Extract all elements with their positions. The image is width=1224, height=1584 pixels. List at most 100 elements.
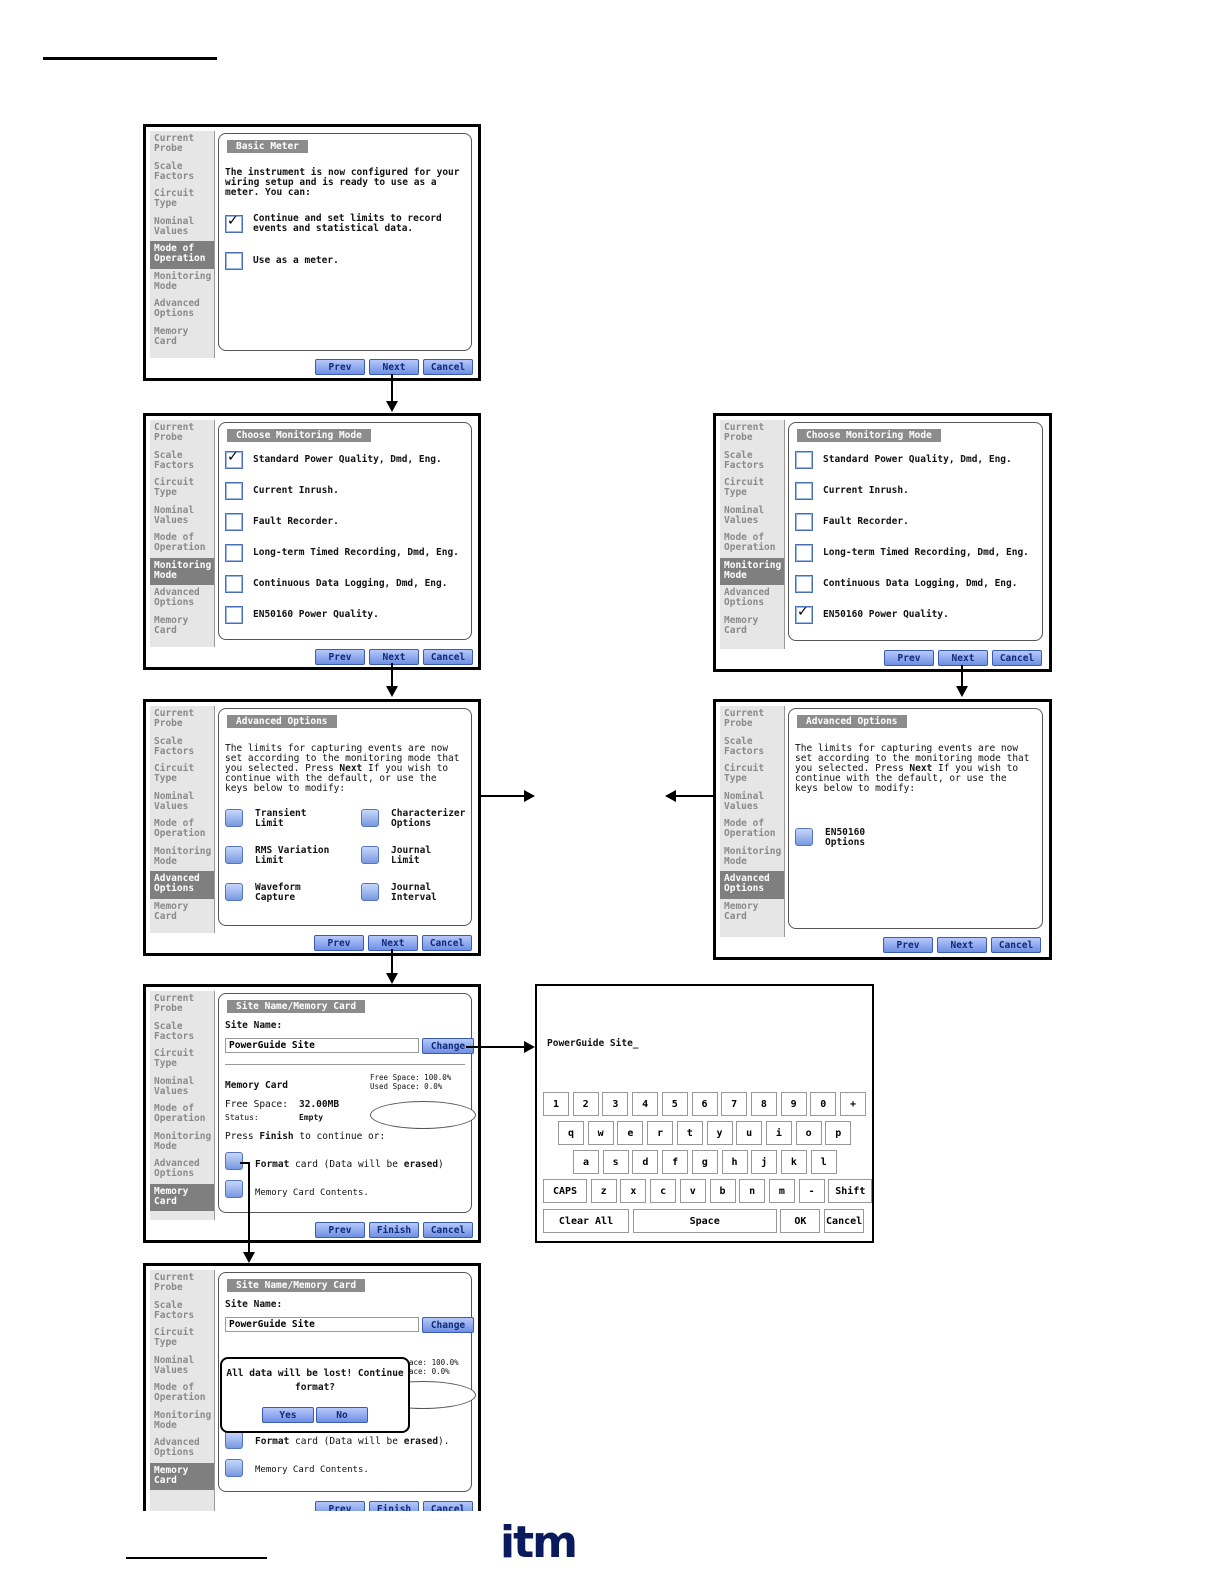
journal-limit-button[interactable] <box>361 846 379 864</box>
prev-button[interactable]: Prev <box>315 1501 365 1511</box>
sidebar-item-advanced-options[interactable]: Advanced Options <box>150 871 214 899</box>
en50160-checkbox[interactable] <box>795 604 813 624</box>
sidebar-item-nominal-values[interactable]: Nominal Values <box>154 1354 195 1376</box>
next-button[interactable]: Next <box>938 650 988 666</box>
sidebar-item-monitoring-mode[interactable]: Monitoring Mode <box>154 1130 212 1152</box>
sidebar-item-advanced-options[interactable]: Advanced Options <box>154 1158 200 1179</box>
prev-button[interactable]: Prev <box>315 359 365 375</box>
key-9[interactable]: 9 <box>780 1092 807 1116</box>
prev-button[interactable]: Prev <box>884 650 934 666</box>
key-h[interactable]: h <box>721 1150 748 1174</box>
sidebar-item-scale-factors[interactable]: Scale Factors <box>724 735 765 757</box>
sidebar-item-scale-factors[interactable]: Scale Factors <box>154 1299 195 1321</box>
key-t[interactable]: t <box>676 1121 703 1145</box>
sidebar-item-monitoring-mode[interactable]: Monitoring Mode <box>154 270 212 292</box>
key-2[interactable]: 2 <box>572 1092 599 1116</box>
cancel-button[interactable]: Cancel <box>423 359 473 375</box>
key-3[interactable]: 3 <box>602 1092 629 1116</box>
prev-button[interactable]: Prev <box>315 649 365 665</box>
key-p[interactable]: p <box>825 1121 852 1145</box>
continue-checkbox[interactable] <box>225 213 243 233</box>
key-r[interactable]: r <box>647 1121 674 1145</box>
long-term-checkbox[interactable] <box>795 544 813 562</box>
sidebar-item-scale-factors[interactable]: Scale Factors <box>724 449 765 471</box>
characterizer-options-button[interactable] <box>361 809 379 827</box>
sidebar-item-circuit-type[interactable]: Circuit Type <box>154 477 195 498</box>
sidebar-item-memory-card[interactable]: Memory Card <box>724 900 759 922</box>
key-d[interactable]: d <box>632 1150 659 1174</box>
next-button[interactable]: Next <box>368 935 418 951</box>
cancel-button[interactable]: Cancel <box>423 1501 473 1511</box>
sidebar-item-scale-factors[interactable]: Scale Factors <box>154 449 195 471</box>
yes-button[interactable]: Yes <box>262 1407 314 1423</box>
sidebar-item-circuit-type[interactable]: Circuit Type <box>154 763 195 784</box>
sidebar-item-current-probe[interactable]: Current Probe <box>154 1272 195 1293</box>
current-inrush-checkbox[interactable] <box>225 482 243 500</box>
sidebar-item-mode-of-operation[interactable]: Mode of Operation <box>154 532 206 553</box>
key-clear-all[interactable]: Clear All <box>543 1209 629 1233</box>
key-ok[interactable]: OK <box>780 1209 821 1233</box>
prev-button[interactable]: Prev <box>314 935 364 951</box>
sidebar-item-mode-of-operation[interactable]: Mode of Operation <box>154 1382 206 1403</box>
key-plus[interactable]: + <box>840 1092 866 1116</box>
prev-button[interactable]: Prev <box>883 937 933 953</box>
site-name-field[interactable]: PowerGuide Site <box>225 1038 419 1053</box>
sidebar-item-circuit-type[interactable]: Circuit Type <box>154 1048 195 1069</box>
sidebar-item-memory-card[interactable]: Memory Card <box>154 900 189 922</box>
key-shift[interactable]: Shift <box>828 1179 872 1203</box>
key-w[interactable]: w <box>587 1121 614 1145</box>
sidebar-item-nominal-values[interactable]: Nominal Values <box>724 504 765 526</box>
key-8[interactable]: 8 <box>750 1092 777 1116</box>
sidebar-item-advanced-options[interactable]: Advanced Options <box>154 587 200 608</box>
sidebar-item-current-probe[interactable]: Current Probe <box>154 708 195 729</box>
memory-card-contents-button[interactable] <box>225 1459 243 1477</box>
sidebar-item-current-probe[interactable]: Current Probe <box>724 422 765 443</box>
sidebar-item-monitoring-mode[interactable]: Monitoring Mode <box>724 845 782 867</box>
sidebar-item-advanced-options[interactable]: Advanced Options <box>724 587 770 608</box>
standard-pq-checkbox[interactable] <box>795 451 813 469</box>
fault-recorder-checkbox[interactable] <box>795 513 813 531</box>
fault-recorder-checkbox[interactable] <box>225 513 243 531</box>
key-q[interactable]: q <box>558 1121 584 1145</box>
key-minus[interactable]: - <box>798 1179 825 1203</box>
key-k[interactable]: k <box>780 1150 807 1174</box>
cancel-button[interactable]: Cancel <box>423 649 473 665</box>
cancel-button[interactable]: Cancel <box>423 1222 473 1238</box>
sidebar-item-circuit-type[interactable]: Circuit Type <box>724 763 765 784</box>
sidebar-item-mode-of-operation[interactable]: Mode of Operation <box>150 241 214 269</box>
long-term-checkbox[interactable] <box>225 544 243 562</box>
sidebar-item-circuit-type[interactable]: Circuit Type <box>154 1327 195 1348</box>
sidebar-item-circuit-type[interactable]: Circuit Type <box>154 188 195 209</box>
use-as-meter-checkbox[interactable] <box>225 252 243 270</box>
format-card-button[interactable] <box>225 1431 243 1449</box>
rms-variation-limit-button[interactable] <box>225 846 243 864</box>
sidebar-item-current-probe[interactable]: Current Probe <box>724 708 765 729</box>
key-g[interactable]: g <box>691 1150 718 1174</box>
sidebar-item-nominal-values[interactable]: Nominal Values <box>154 504 195 526</box>
sidebar-item-current-probe[interactable]: Current Probe <box>154 422 195 443</box>
sidebar-item-nominal-values[interactable]: Nominal Values <box>154 215 195 237</box>
key-5[interactable]: 5 <box>661 1092 688 1116</box>
key-6[interactable]: 6 <box>691 1092 718 1116</box>
continuous-logging-checkbox[interactable] <box>795 575 813 593</box>
transient-limit-button[interactable] <box>225 809 243 827</box>
key-space[interactable]: Space <box>632 1209 777 1233</box>
key-b[interactable]: b <box>709 1179 736 1203</box>
sidebar-item-mode-of-operation[interactable]: Mode of Operation <box>724 818 776 839</box>
format-card-button[interactable] <box>225 1152 243 1170</box>
sidebar-item-mode-of-operation[interactable]: Mode of Operation <box>154 1103 206 1124</box>
prev-button[interactable]: Prev <box>315 1222 365 1238</box>
sidebar-item-current-probe[interactable]: Current Probe <box>154 133 195 154</box>
key-l[interactable]: l <box>810 1150 837 1174</box>
sidebar-item-nominal-values[interactable]: Nominal Values <box>154 790 195 812</box>
sidebar-item-monitoring-mode[interactable]: Monitoring Mode <box>150 557 214 585</box>
cancel-button[interactable]: Cancel <box>422 935 472 951</box>
key-u[interactable]: u <box>736 1121 763 1145</box>
key-j[interactable]: j <box>751 1150 778 1174</box>
site-name-field[interactable]: PowerGuide Site <box>225 1317 419 1332</box>
memory-card-contents-button[interactable] <box>225 1180 243 1198</box>
sidebar-item-scale-factors[interactable]: Scale Factors <box>154 735 195 757</box>
cancel-button[interactable]: Cancel <box>992 650 1042 666</box>
key-0[interactable]: 0 <box>810 1092 837 1116</box>
sidebar-item-memory-card[interactable]: Memory Card <box>150 1183 214 1211</box>
